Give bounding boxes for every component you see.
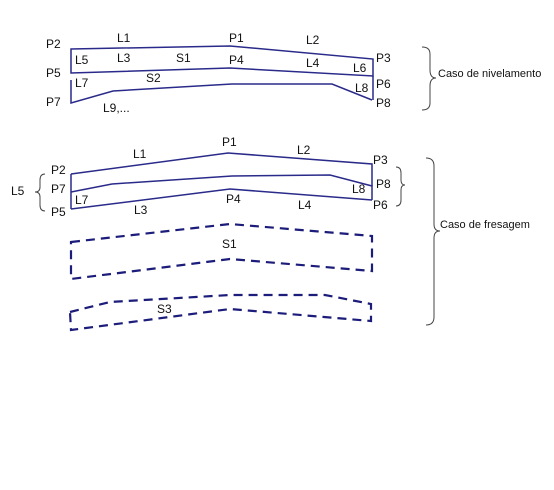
leveling-surface-s2: S2: [146, 71, 161, 85]
leveling-point-p7: P7: [46, 95, 61, 109]
leveling-point-p6: P6: [376, 77, 391, 91]
milling-line-l3: L3: [134, 203, 148, 217]
leveling-line-l6: L6: [353, 61, 367, 75]
milling-left-brace: [34, 173, 46, 212]
leveling-line-l8: L8: [355, 81, 369, 95]
milling-point-p8: P8: [376, 177, 391, 191]
leveling-point-p5: P5: [46, 66, 61, 80]
milling-surface-s1: S1: [222, 237, 237, 251]
leveling-point-p4: P4: [229, 53, 244, 67]
milling-middle-band: [70, 174, 373, 200]
milling-point-p6: P6: [373, 198, 388, 212]
milling-surface-s3: S3: [157, 302, 172, 316]
milling-right-brace: [395, 166, 406, 207]
leveling-point-p2: P2: [46, 37, 61, 51]
leveling-line-l5: L5: [75, 53, 89, 67]
milling-line-l4: L4: [298, 198, 312, 212]
leveling-point-p3: P3: [376, 51, 391, 65]
milling-caption: Caso de fresagem: [440, 219, 530, 231]
milling-point-p4: P4: [226, 192, 241, 206]
milling-point-p2: P2: [51, 163, 66, 177]
leveling-line-l1: L1: [117, 31, 131, 45]
milling-line-l8: L8: [352, 182, 366, 196]
leveling-case: P2 P5 P7 P1 P4 P3 P6 P8 L1 L2 L5 L3 S1 L…: [46, 31, 541, 115]
leveling-bottom-band: [70, 80, 373, 104]
leveling-line-l4: L4: [306, 56, 320, 70]
leveling-caption: Caso de nivelamento: [438, 68, 541, 80]
leveling-surface-s1: S1: [176, 51, 191, 65]
milling-line-l7: L7: [75, 193, 89, 207]
milling-point-p3: P3: [373, 153, 388, 167]
milling-line-l5: L5: [11, 184, 25, 198]
milling-line-l2: L2: [297, 143, 311, 157]
leveling-brace: [421, 46, 437, 111]
leveling-point-p8: P8: [376, 96, 391, 110]
milling-dashed-surface-s3: [68, 293, 373, 332]
leveling-line-l3: L3: [117, 51, 131, 65]
leveling-line-l2: L2: [306, 33, 320, 47]
milling-point-p5: P5: [51, 205, 66, 219]
leveling-point-p1: P1: [229, 31, 244, 45]
milling-bottom-band: [70, 188, 373, 210]
milling-line-l1: L1: [133, 147, 147, 161]
leveling-line-l9: L9,...: [103, 101, 130, 115]
milling-case: P2 P7 P5 P1 P4 P3 P8 P6 L1 L2 L5 L7 L3 L…: [11, 135, 530, 332]
milling-top-band: [70, 152, 373, 186]
leveling-line-l7: L7: [75, 76, 89, 90]
milling-point-p1: P1: [222, 135, 237, 149]
milling-brace: [425, 157, 441, 326]
milling-dashed-surface-s1: [69, 222, 374, 281]
milling-point-p7: P7: [51, 182, 66, 196]
